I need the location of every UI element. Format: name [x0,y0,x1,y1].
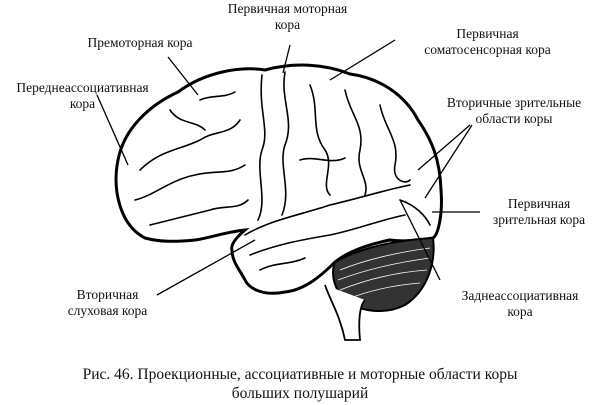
label-secondary-auditory-cortex: Вторичная слуховая кора [55,287,160,319]
label-line: зрительная кора [492,212,586,227]
label-line: Вторичные зрительные [446,95,582,110]
label-line: Первичная [507,196,571,211]
leader-lines [96,39,480,296]
label-anterior-associative-cortex: Переднеассоциативная кора [0,80,165,112]
caption-line-1: Рис. 46. Проекционные, ассоциативные и м… [82,366,518,383]
caption-line-2: больших полушарий [231,385,369,402]
label-line: слуховая кора [67,303,148,318]
label-line: кора [274,17,301,32]
label-line: Переднеассоциативная [16,80,149,95]
label-primary-motor-cortex: Первичная моторная кора [200,1,375,33]
label-line: Первичная моторная [227,1,348,16]
label-line: Первичная [456,26,519,41]
label-line: соматосенсорная кора [424,42,551,57]
figure-caption: Рис. 46. Проекционные, ассоциативные и м… [0,365,600,403]
label-line: Премоторная кора [87,35,193,50]
label-line: кора [507,304,533,319]
sulci-lines [134,71,431,271]
label-line: Заднеассоциативная [461,288,579,303]
label-premotor-cortex: Премоторная кора [70,35,210,51]
brainstem [324,284,366,341]
label-posterior-associative-cortex: Заднеассоциативная кора [440,288,600,320]
label-primary-somatosensory-cortex: Первичная соматосенсорная кора [390,26,585,58]
label-line: области коры [475,111,553,126]
label-secondary-visual-areas: Вторичные зрительные области коры [428,95,600,127]
label-line: кора [69,96,96,111]
label-primary-visual-cortex: Первичная зрительная кора [478,196,600,228]
label-line: Вторичная [76,287,139,302]
